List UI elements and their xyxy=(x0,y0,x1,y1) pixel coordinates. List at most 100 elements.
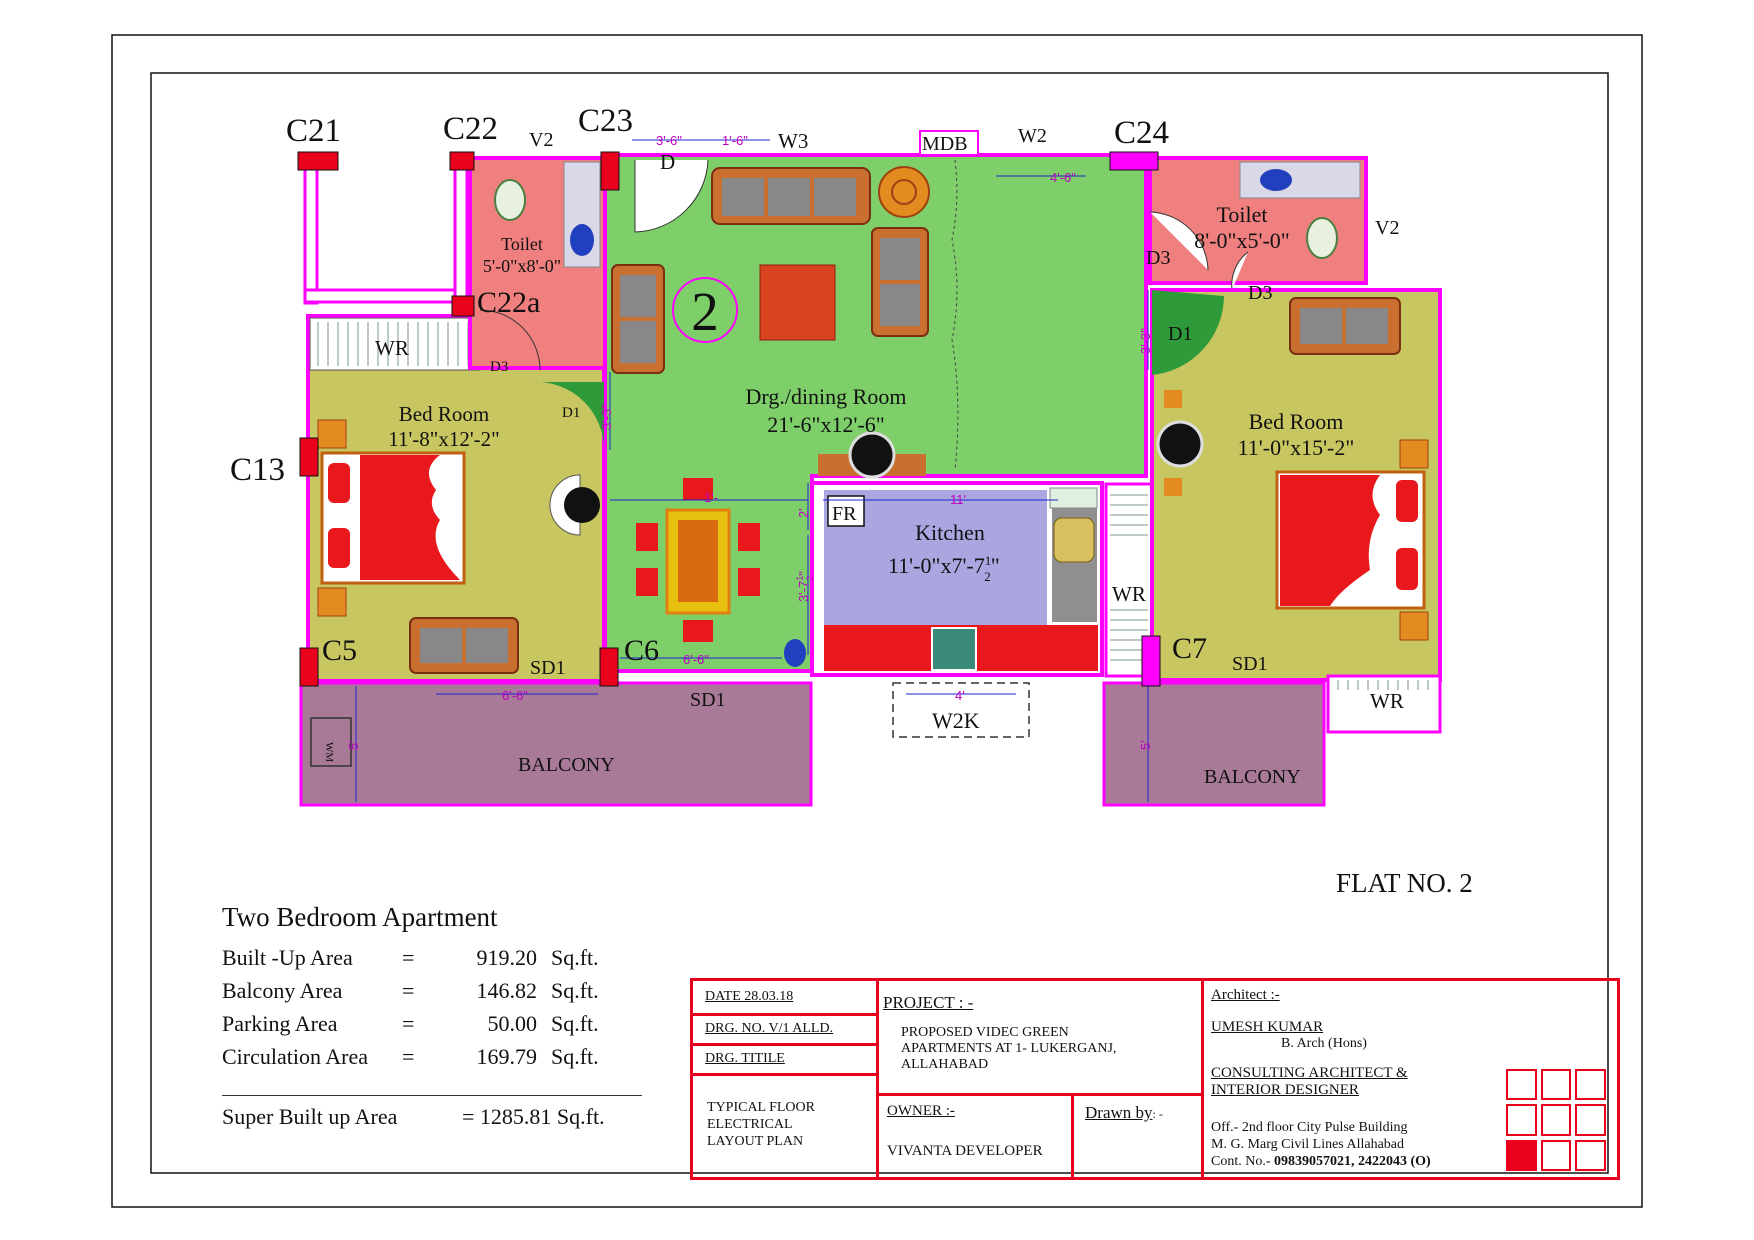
balcony-left xyxy=(299,681,813,807)
toilet-left-size: 5'-0"x8'-0" xyxy=(483,256,561,276)
chair-right-bedroom xyxy=(1156,420,1204,468)
area-row: Circulation Area = 169.79 Sq.ft. xyxy=(222,1040,642,1073)
area-label: Parking Area xyxy=(222,1010,338,1036)
tb-contact-line: Cont. No.- 09839057021, 2422043 (O) xyxy=(1211,1153,1431,1170)
dining-chair-4 xyxy=(636,568,658,596)
tb-row-line-3 xyxy=(693,1073,876,1076)
bedside-table-left-1 xyxy=(317,419,347,449)
label-mdb: MDB xyxy=(922,133,968,155)
logo-cell xyxy=(1575,1069,1606,1101)
logo-cell xyxy=(1540,1069,1572,1101)
column-c13 xyxy=(299,437,319,477)
tb-contact-label: Cont. No.- xyxy=(1211,1154,1274,1169)
tb-drg-title-line2: ELECTRICAL xyxy=(707,1117,793,1132)
title-block: DATE 28.03.18 DRG. NO. V/1 ALLD. DRG. TI… xyxy=(690,978,1620,1180)
dining-chair-6 xyxy=(738,568,760,596)
label-balcony-left: BALCONY xyxy=(518,754,615,776)
toilet-right-basin xyxy=(1260,169,1292,191)
tb-divider-3 xyxy=(1071,1093,1074,1177)
label-c23: C23 xyxy=(578,103,633,139)
sofa-left-c1 xyxy=(620,275,656,317)
logo-cell xyxy=(1506,1104,1537,1136)
door-d1-right xyxy=(1152,290,1224,375)
drawing-room-size: 21'-6"x12'-6" xyxy=(767,412,885,437)
pillow-right-2 xyxy=(1396,548,1418,590)
area-label: Circulation Area xyxy=(222,1043,369,1069)
dim-2-kitchen: 2' xyxy=(796,508,811,518)
kitchen-size-main: 11'-0"x7'-7 xyxy=(888,553,985,578)
tb-divider-2 xyxy=(1201,981,1204,1177)
chair-right-side-1 xyxy=(1164,390,1182,408)
dim-3-7-den: 2 xyxy=(805,576,815,581)
dim-1-6: 1'-6" xyxy=(722,133,748,148)
label-balcony-right: BALCONY xyxy=(1204,766,1301,788)
area-value: 919.20 xyxy=(476,944,538,970)
dim-3-7-kitchen: 3'-712" xyxy=(795,571,815,602)
label-v2-right: V2 xyxy=(1375,217,1399,239)
tb-address-line2: M. G. Marg Civil Lines Allahabad xyxy=(1211,1137,1404,1152)
label-wr-left: WR xyxy=(375,336,409,360)
dim-3-7-end: " xyxy=(796,571,811,576)
label-d3-left: D3 xyxy=(490,359,508,375)
tb-project-line3: ALLAHABAD xyxy=(901,1057,989,1072)
kitchen-size-num: 1 xyxy=(985,553,992,568)
tb-row-line-2 xyxy=(693,1043,876,1046)
kitchen-hob xyxy=(931,627,977,671)
pillow-left-2 xyxy=(328,528,350,568)
tb-row-line-4 xyxy=(876,1093,1201,1096)
dimension-lines xyxy=(355,139,1149,802)
label-c22a: C22a xyxy=(477,286,540,319)
label-c5: C5 xyxy=(322,634,357,667)
pillow-left-1 xyxy=(328,463,350,503)
label-wr-middle: WR xyxy=(1112,582,1146,606)
tb-contact: 09839057021, 2422043 (O) xyxy=(1274,1154,1431,1169)
bedroom-right-name: Bed Room xyxy=(1249,409,1344,434)
pillow-right-1 xyxy=(1396,480,1418,522)
kitchen-size-den: 2 xyxy=(984,569,991,584)
tb-drawn-by: Drawn by: - xyxy=(1085,1103,1163,1123)
label-sd1-left: SD1 xyxy=(530,657,566,679)
label-c13: C13 xyxy=(230,452,285,488)
label-fridge: FR xyxy=(832,503,857,525)
area-equals: = xyxy=(402,1010,415,1036)
toilet-left-door-arc xyxy=(479,309,541,371)
column-c23 xyxy=(600,151,620,191)
wash-basin-dining xyxy=(784,639,806,667)
tb-drg-title-line3: LAYOUT PLAN xyxy=(707,1134,804,1149)
tb-project-line1: PROPOSED VIDEC GREEN xyxy=(901,1025,1069,1040)
side-table-round xyxy=(878,166,930,218)
balcony-right xyxy=(1102,681,1326,807)
chair-drawing-bottom xyxy=(848,431,896,479)
drawing-room-name: Drg./dining Room xyxy=(746,384,907,409)
sofa-left-cushion-2 xyxy=(466,628,508,663)
dining-chair-1 xyxy=(683,478,713,500)
inner-border xyxy=(150,72,1609,1174)
bedroom-left-name: Bed Room xyxy=(399,402,489,426)
sofa-rb-c1 xyxy=(1300,308,1342,344)
label-c24: C24 xyxy=(1114,115,1169,151)
logo-cell xyxy=(1540,1104,1572,1136)
label-wm: WM xyxy=(323,742,335,762)
main-door xyxy=(634,159,709,233)
label-c7: C7 xyxy=(1172,632,1207,665)
area-value: 169.79 xyxy=(476,1043,538,1069)
column-c22 xyxy=(449,151,475,171)
tb-owner: VIVANTA DEVELOPER xyxy=(887,1143,1043,1159)
toilet-right-door-d3a xyxy=(1149,211,1209,271)
toilet-right-basin-counter xyxy=(1239,161,1361,199)
dim-3-7-main: 3'-7 xyxy=(796,581,811,602)
bedside-table-right-2 xyxy=(1399,611,1429,641)
kitchen-name: Kitchen xyxy=(915,520,985,545)
area-value: 50.00 xyxy=(487,1010,538,1036)
area-unit: Sq.ft. xyxy=(551,1010,599,1036)
c21-wall xyxy=(303,153,319,305)
c22-wall xyxy=(453,153,469,305)
toilet-right-wc xyxy=(1306,217,1338,259)
label-sd1-right: SD1 xyxy=(1232,653,1268,675)
super-built-up-label: Super Built up Area xyxy=(222,1104,398,1129)
flat-number-circle xyxy=(672,277,738,343)
tb-row-line-1 xyxy=(693,1013,876,1016)
dim-3-6: 3'-6" xyxy=(656,133,682,148)
tb-drg-no: DRG. NO. V/1 ALLD. xyxy=(705,1021,834,1036)
